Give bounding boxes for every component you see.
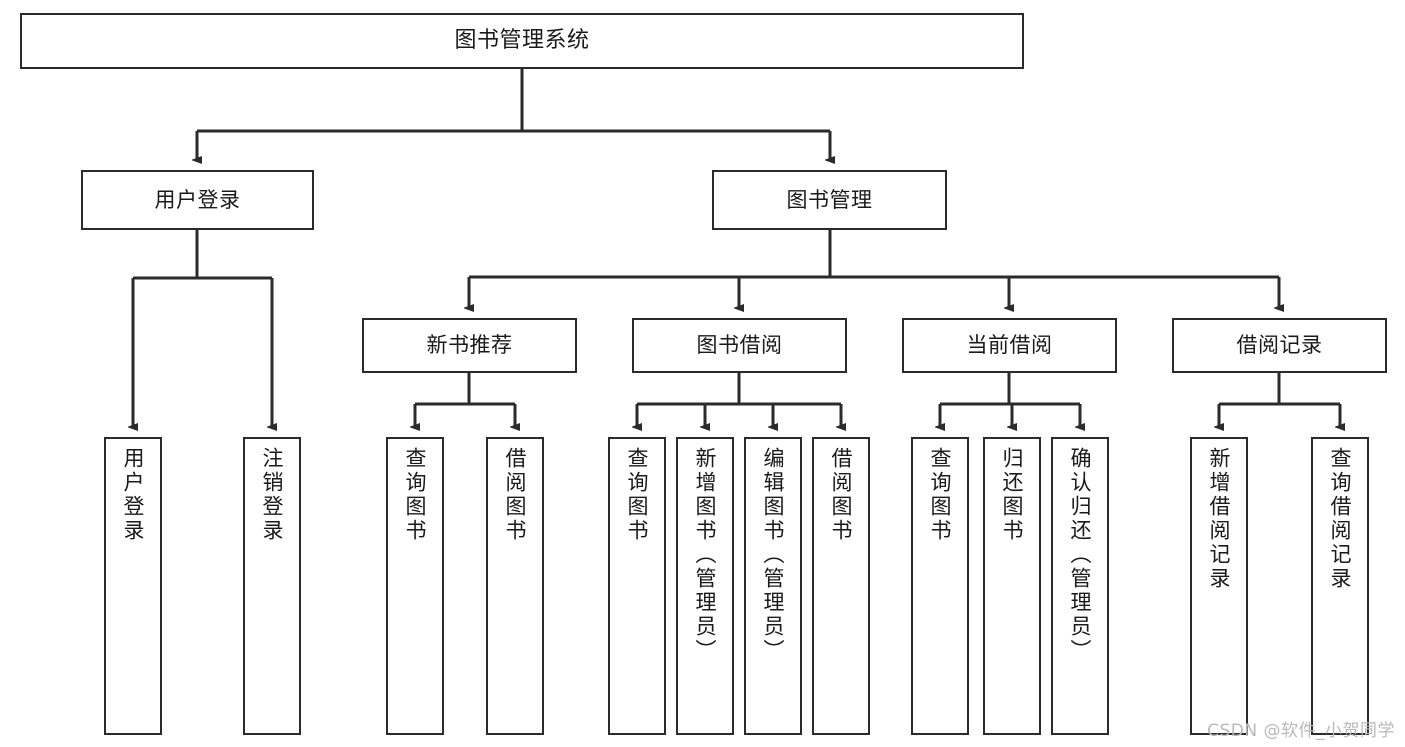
node-leaf-borrow-book-1[interactable]: 借阅图书 — [486, 437, 544, 735]
node-book-manage[interactable]: 图书管理 — [712, 170, 947, 230]
node-leaf-logout-label: 注销登录 — [260, 447, 285, 543]
node-leaf-confirm-return-label: 确认归还（管理员） — [1068, 447, 1093, 663]
node-book-borrow-label: 图书借阅 — [696, 333, 783, 358]
node-leaf-add-record-label: 新增借阅记录 — [1207, 447, 1232, 591]
node-leaf-add-record[interactable]: 新增借阅记录 — [1190, 437, 1248, 735]
node-leaf-confirm-return[interactable]: 确认归还（管理员） — [1051, 437, 1109, 735]
node-new-book-rec-label: 新书推荐 — [426, 333, 513, 358]
node-borrow-record-label: 借阅记录 — [1236, 333, 1323, 358]
node-root[interactable]: 图书管理系统 — [20, 13, 1024, 69]
node-root-label: 图书管理系统 — [454, 28, 590, 54]
node-leaf-query-book-3[interactable]: 查询图书 — [911, 437, 969, 735]
node-leaf-query-record[interactable]: 查询借阅记录 — [1311, 437, 1369, 735]
node-leaf-add-book-label: 新增图书（管理员） — [693, 447, 718, 663]
node-leaf-query-book-2[interactable]: 查询图书 — [608, 437, 666, 735]
node-leaf-edit-book-label: 编辑图书（管理员） — [761, 447, 786, 663]
node-leaf-return-book[interactable]: 归还图书 — [983, 437, 1041, 735]
node-current-borrow-label: 当前借阅 — [966, 333, 1053, 358]
watermark: CSDN @软件_小贺同学 — [1207, 721, 1395, 741]
node-book-borrow[interactable]: 图书借阅 — [632, 318, 847, 373]
node-leaf-user-login-label: 用户登录 — [121, 447, 146, 543]
node-book-manage-label: 图书管理 — [786, 187, 873, 212]
node-borrow-record[interactable]: 借阅记录 — [1172, 318, 1387, 373]
node-leaf-borrow-book-1-label: 借阅图书 — [503, 447, 528, 543]
node-current-borrow[interactable]: 当前借阅 — [902, 318, 1117, 373]
node-leaf-logout[interactable]: 注销登录 — [243, 437, 301, 735]
node-user-login[interactable]: 用户登录 — [81, 170, 314, 230]
node-leaf-edit-book[interactable]: 编辑图书（管理员） — [744, 437, 802, 735]
node-leaf-query-book-3-label: 查询图书 — [928, 447, 953, 543]
node-new-book-rec[interactable]: 新书推荐 — [362, 318, 577, 373]
node-leaf-query-record-label: 查询借阅记录 — [1328, 447, 1353, 591]
node-leaf-add-book[interactable]: 新增图书（管理员） — [676, 437, 734, 735]
node-leaf-query-book-1[interactable]: 查询图书 — [386, 437, 444, 735]
node-leaf-return-book-label: 归还图书 — [1000, 447, 1025, 543]
node-leaf-user-login[interactable]: 用户登录 — [104, 437, 162, 735]
node-user-login-label: 用户登录 — [154, 187, 241, 212]
node-leaf-query-book-1-label: 查询图书 — [403, 447, 428, 543]
node-leaf-borrow-book-2-label: 借阅图书 — [829, 447, 854, 543]
node-leaf-borrow-book-2[interactable]: 借阅图书 — [812, 437, 870, 735]
node-leaf-query-book-2-label: 查询图书 — [625, 447, 650, 543]
